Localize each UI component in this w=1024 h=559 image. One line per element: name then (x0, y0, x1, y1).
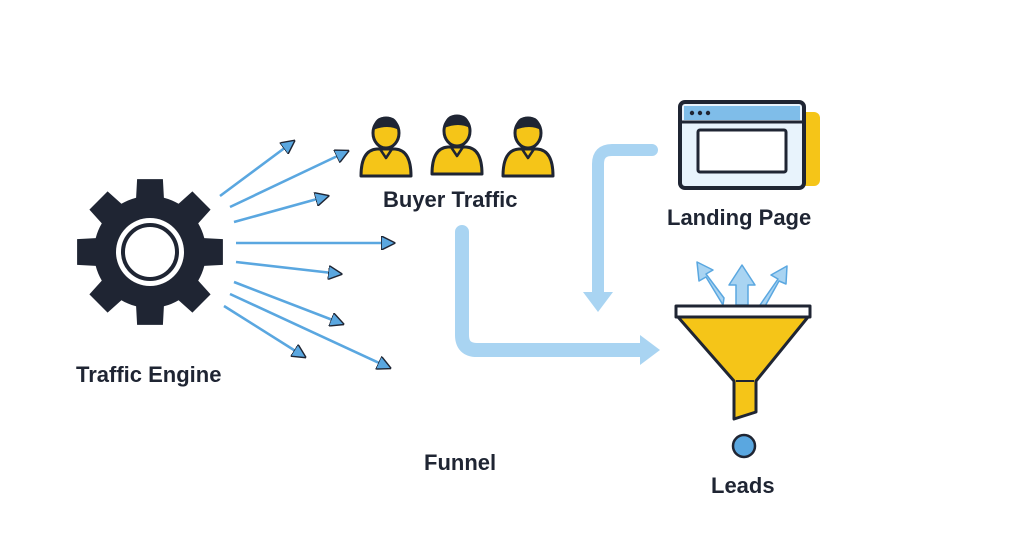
traffic-ray-arrow (235, 260, 341, 274)
landing-page-label: Landing Page (667, 205, 812, 230)
traffic-rays (219, 141, 394, 368)
buyer-group (359, 114, 555, 178)
lead-dot-icon (731, 433, 757, 459)
gear-icon (77, 179, 223, 325)
browser-window-icon (678, 100, 820, 190)
buyer-traffic-label: Buyer Traffic (383, 187, 518, 212)
traffic-ray-arrow (233, 196, 328, 224)
traffic-ray-arrow (219, 141, 294, 198)
traffic-engine-label: Traffic Engine (76, 362, 222, 387)
leads-label: Leads (711, 473, 775, 498)
traffic-ray-arrow (229, 151, 348, 209)
funnel-output-arrows (696, 261, 788, 309)
funnel-label: Funnel (424, 450, 497, 475)
traffic-ray-arrow (229, 292, 390, 368)
connector-landing-to-funnel (583, 144, 658, 312)
traffic-ray-arrow (233, 280, 343, 324)
traffic-ray-arrow (223, 304, 305, 357)
person-icon (501, 116, 555, 178)
funnel-icon (674, 261, 812, 421)
person-icon (430, 114, 484, 176)
person-icon (359, 116, 413, 178)
connector-buyer-to-funnel (455, 225, 660, 365)
